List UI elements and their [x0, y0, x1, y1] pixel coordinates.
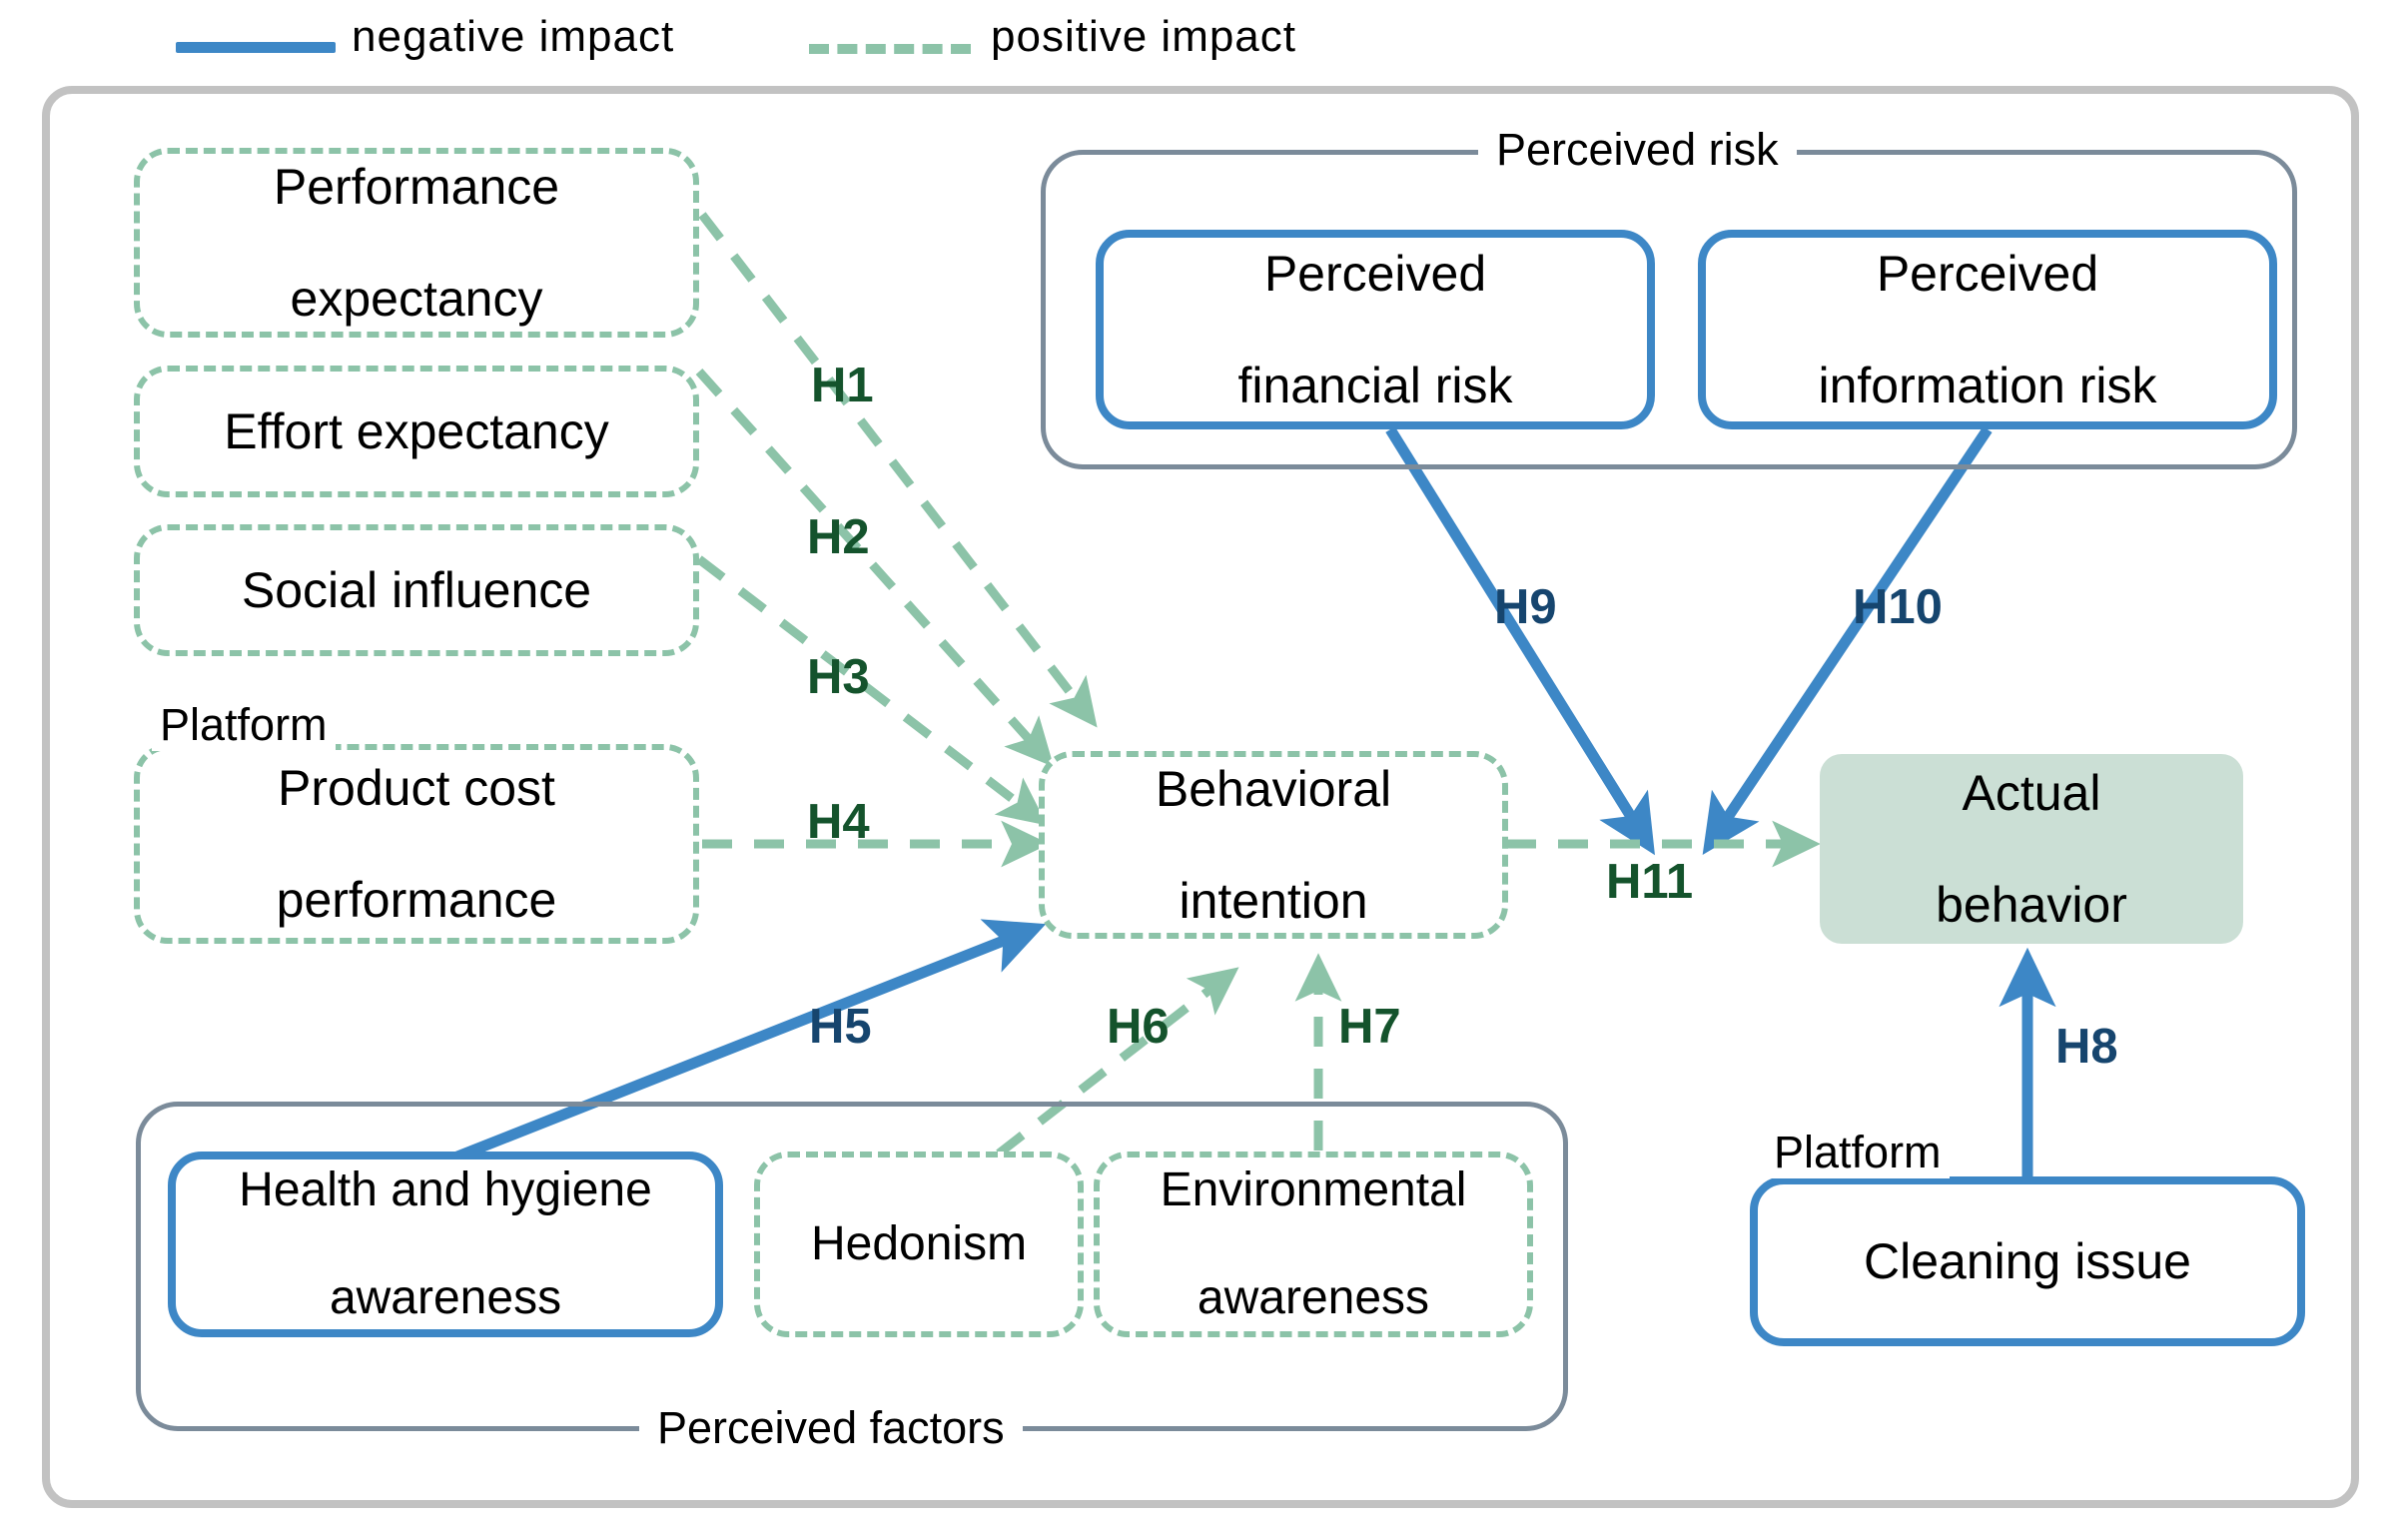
line1: Health and hygiene	[239, 1163, 652, 1217]
node-product-cost-performance[interactable]: Product cost performance	[134, 744, 699, 944]
hypothesis-label-h8: H8	[2055, 1020, 2118, 1074]
node-social-influence-text: Social influence	[241, 562, 592, 618]
node-perceived-information-risk-text: Perceived information risk	[1799, 246, 2177, 413]
platform-label-right: Platform	[1766, 1127, 1950, 1178]
line1: Perceived	[1263, 246, 1487, 302]
line1: Actual	[1962, 765, 2101, 821]
line2: awareness	[1197, 1270, 1430, 1324]
node-behavioral-intention-text: Behavioral intention	[1136, 761, 1411, 929]
legend: negative impact positive impact	[0, 0, 2405, 84]
line1: Product cost	[278, 760, 555, 816]
hypothesis-label-h5: H5	[809, 1000, 872, 1054]
node-actual-behavior[interactable]: Actual behavior	[1820, 754, 2243, 944]
node-perceived-information-risk[interactable]: Perceived information risk	[1698, 230, 2277, 429]
line1: Environmental	[1160, 1163, 1467, 1217]
line2: intention	[1179, 873, 1368, 929]
hypothesis-label-h1: H1	[811, 359, 874, 412]
line2: behavior	[1936, 877, 2127, 933]
hypothesis-label-h11: H11	[1606, 855, 1694, 909]
node-social-influence[interactable]: Social influence	[134, 524, 699, 656]
line2: expectancy	[290, 271, 543, 327]
legend-negative-swatch	[176, 42, 336, 53]
hypothesis-label-h9: H9	[1494, 580, 1557, 634]
node-performance-expectancy-text: Performance expectancy	[254, 159, 579, 327]
line1: Performance	[273, 159, 560, 215]
node-cleaning-issue-text: Cleaning issue	[1864, 1233, 2191, 1289]
legend-negative-label: negative impact	[352, 12, 675, 61]
node-health-hygiene-awareness-text: Health and hygiene awareness	[219, 1163, 672, 1324]
platform-label-left: Platform	[152, 699, 336, 751]
node-environmental-awareness[interactable]: Environmental awareness	[1094, 1152, 1533, 1337]
node-perceived-financial-risk[interactable]: Perceived financial risk	[1096, 230, 1655, 429]
node-behavioral-intention[interactable]: Behavioral intention	[1039, 751, 1508, 939]
hypothesis-label-h3: H3	[807, 650, 870, 704]
node-product-cost-performance-text: Product cost performance	[257, 760, 577, 928]
node-performance-expectancy[interactable]: Performance expectancy	[134, 148, 699, 338]
node-health-hygiene-awareness[interactable]: Health and hygiene awareness	[168, 1152, 723, 1337]
line2: information risk	[1818, 358, 2157, 413]
node-cleaning-issue[interactable]: Cleaning issue	[1750, 1176, 2305, 1346]
line1: Behavioral	[1155, 761, 1392, 817]
node-perceived-financial-risk-text: Perceived financial risk	[1217, 246, 1532, 413]
hypothesis-label-h7: H7	[1338, 1000, 1401, 1054]
legend-positive-label: positive impact	[991, 12, 1297, 61]
hypothesis-label-h10: H10	[1853, 580, 1943, 634]
node-actual-behavior-text: Actual behavior	[1916, 765, 2147, 933]
line2: financial risk	[1237, 358, 1513, 413]
node-hedonism[interactable]: Hedonism	[754, 1152, 1084, 1337]
node-environmental-awareness-text: Environmental awareness	[1141, 1163, 1487, 1324]
line2: awareness	[329, 1270, 562, 1324]
legend-positive-swatch	[809, 44, 971, 54]
line2: performance	[276, 872, 557, 928]
hypothesis-label-h2: H2	[807, 510, 870, 564]
hypothesis-label-h4: H4	[807, 795, 870, 849]
node-effort-expectancy[interactable]: Effort expectancy	[134, 366, 699, 497]
line1: Perceived	[1876, 246, 2099, 302]
group-perceived-risk-label: Perceived risk	[1478, 124, 1797, 176]
group-perceived-factors-label: Perceived factors	[639, 1402, 1023, 1454]
node-effort-expectancy-text: Effort expectancy	[224, 403, 609, 459]
hypothesis-label-h6: H6	[1107, 1000, 1170, 1054]
node-hedonism-text: Hedonism	[810, 1217, 1028, 1271]
